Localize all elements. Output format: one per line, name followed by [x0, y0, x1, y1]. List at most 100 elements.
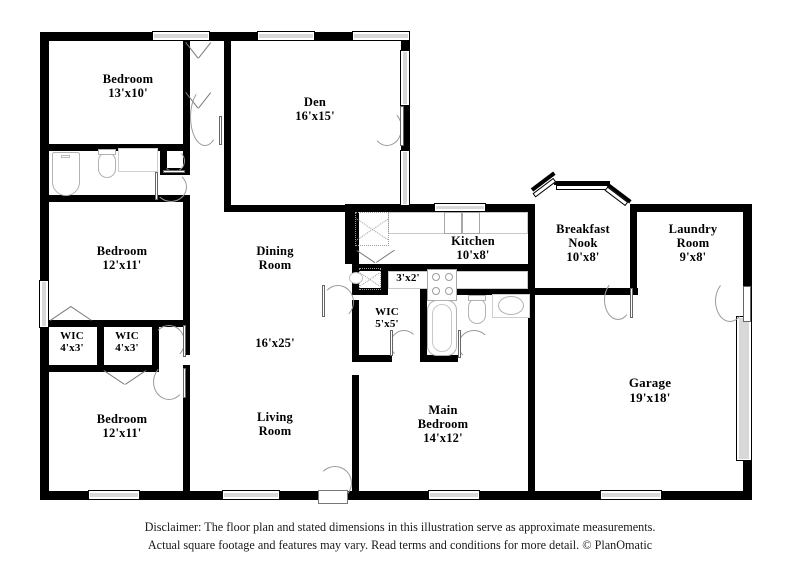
- hall-bath-toilet-tank: [98, 149, 116, 155]
- interior-wall-main-bedroom-right: [528, 355, 535, 495]
- interior-wall-kitchen-right: [528, 204, 535, 271]
- interior-wall-garage-left-upper: [528, 271, 535, 295]
- interior-wall-nook-bottom: [528, 288, 535, 295]
- door-linen-closet[interactable]: [163, 150, 185, 173]
- hall-bath-counter: [118, 148, 158, 172]
- kitchen-sink-divider: [461, 212, 463, 234]
- room-label-garage: Garage 19'x18': [628, 375, 672, 405]
- kitchen-burner-4: [445, 287, 453, 295]
- bay-window-glass-top: [556, 185, 608, 190]
- interior-wall-garage-top: [535, 288, 635, 295]
- window-den-east-upper: [400, 50, 410, 106]
- hall-bath-tub: [52, 152, 80, 196]
- interior-wall-wic-top: [45, 320, 190, 327]
- door-bedroom-rear[interactable]: [153, 364, 186, 400]
- exterior-wall-left: [40, 32, 49, 500]
- window-garage-east: [736, 316, 752, 461]
- kitchen-lower-counter: [388, 271, 528, 289]
- interior-wall-linen-right: [183, 144, 190, 174]
- interior-wall-wic-main-bottom: [352, 355, 392, 362]
- bifold-door-kitchen-pantry[interactable]: [356, 248, 399, 264]
- interior-wall-wic-main-right: [420, 264, 427, 362]
- hall-bath-toilet: [98, 152, 116, 178]
- window-bedroom-front-north: [152, 31, 210, 41]
- interior-wall-mainbath-top: [420, 288, 535, 295]
- bifold-door-bedroom-front-upper[interactable]: [185, 42, 220, 72]
- interior-wall-kitchen-bottom: [352, 264, 535, 271]
- kitchen-burner-1: [432, 273, 440, 281]
- room-label-main-bedroom: Main Bedroom 14'x12': [417, 403, 469, 445]
- interior-wall-bedroom-rear-right: [183, 365, 190, 495]
- door-hall-bathroom[interactable]: [155, 172, 187, 202]
- bifold-door-wic-left[interactable]: [50, 306, 98, 322]
- room-label-bedroom-rear: Bedroom 12'x11': [96, 412, 148, 440]
- closet-label-small: 3'x2': [396, 272, 420, 284]
- door-living-to-hall[interactable]: [322, 285, 354, 319]
- interior-wall-wic-bottom-r: [97, 365, 159, 372]
- small-closet-fixture: [349, 272, 363, 284]
- window-bedroom-mid-west: [39, 280, 49, 328]
- disclaimer-line-1: Disclaimer: The floor plan and stated di…: [144, 520, 656, 534]
- closet-label-wic-right: WIC 4'x3': [115, 330, 139, 355]
- interior-wall-wic-bottom-l: [45, 365, 104, 372]
- closet-label-wic-main: WIC 5'x5': [375, 306, 399, 331]
- kitchen-pantry: [355, 212, 389, 246]
- door-laundry-exterior[interactable]: [715, 280, 751, 322]
- interior-wall-den-left: [224, 32, 231, 212]
- window-kitchen-north: [434, 203, 486, 212]
- window-living-south: [222, 490, 280, 500]
- main-bath-tub-inner: [432, 304, 452, 352]
- room-label-bedroom-front: Bedroom 13'x10': [102, 72, 154, 100]
- window-den-east-lower: [400, 150, 410, 206]
- interior-wall-hall-right: [183, 41, 190, 151]
- exterior-wall-nook-right: [630, 204, 752, 212]
- interior-wall-kitchen-left: [345, 204, 352, 264]
- interior-wall-bath-top: [45, 144, 190, 151]
- interior-wall-living-right-end: [352, 375, 359, 495]
- main-bath-toilet-tank: [468, 295, 486, 301]
- interior-wall-wic-divider: [97, 320, 104, 372]
- interior-wall-bath-bottom: [45, 195, 190, 202]
- door-den-east[interactable]: [372, 106, 404, 146]
- window-den-north-left: [257, 31, 315, 41]
- interior-wall-mainbath-bottom: [420, 355, 458, 362]
- door-laundry-from-nook[interactable]: [604, 280, 633, 320]
- room-label-den: Den 16'x15': [295, 95, 335, 123]
- bay-window-wall-top: [554, 181, 610, 185]
- window-bedroom-rear-south: [88, 490, 140, 500]
- door-wic-main[interactable]: [390, 330, 418, 358]
- hall-bath-tub-faucet: [61, 155, 70, 158]
- room-label-living: Living Room: [257, 410, 293, 438]
- room-label-bedroom-mid: Bedroom 12'x11': [96, 244, 148, 272]
- main-bath-sink: [498, 296, 524, 315]
- interior-wall-mainbath-right: [528, 288, 535, 362]
- interior-wall-living-right-lower: [352, 300, 359, 355]
- interior-wall-hall-lower: [183, 195, 190, 355]
- kitchen-burner-3: [432, 287, 440, 295]
- room-label-laundry: Laundry Room 9'x8': [668, 222, 718, 264]
- door-bedroom-front[interactable]: [190, 88, 222, 146]
- interior-wall-den-bottom: [224, 205, 349, 212]
- window-den-north-right: [352, 31, 410, 41]
- door-main-bathroom[interactable]: [458, 330, 490, 360]
- window-main-bedroom-south: [428, 490, 480, 500]
- interior-wall-living-right-upper: [352, 212, 359, 282]
- room-label-dining-living-dims: 16'x25': [255, 336, 295, 350]
- exterior-wall-bottom: [40, 491, 752, 500]
- disclaimer: Disclaimer: The floor plan and stated di…: [0, 519, 800, 554]
- disclaimer-line-2: Actual square footage and features may v…: [147, 537, 653, 552]
- room-label-dining: Dining Room: [256, 244, 294, 272]
- room-label-kitchen: Kitchen 10'x8': [451, 234, 495, 262]
- door-front-entry[interactable]: [318, 466, 352, 504]
- kitchen-burner-2: [445, 273, 453, 281]
- bifold-door-wic-right[interactable]: [103, 368, 152, 385]
- interior-wall-small-closet-bottom: [352, 288, 388, 295]
- kitchen-range: [427, 269, 457, 301]
- window-garage-south: [600, 490, 662, 500]
- exterior-wall-den-right: [401, 32, 410, 212]
- interior-wall-small-closet-right: [381, 264, 388, 294]
- door-bedroom-mid[interactable]: [153, 325, 186, 359]
- main-bath-toilet: [468, 298, 486, 324]
- interior-wall-laundry-left: [630, 204, 637, 290]
